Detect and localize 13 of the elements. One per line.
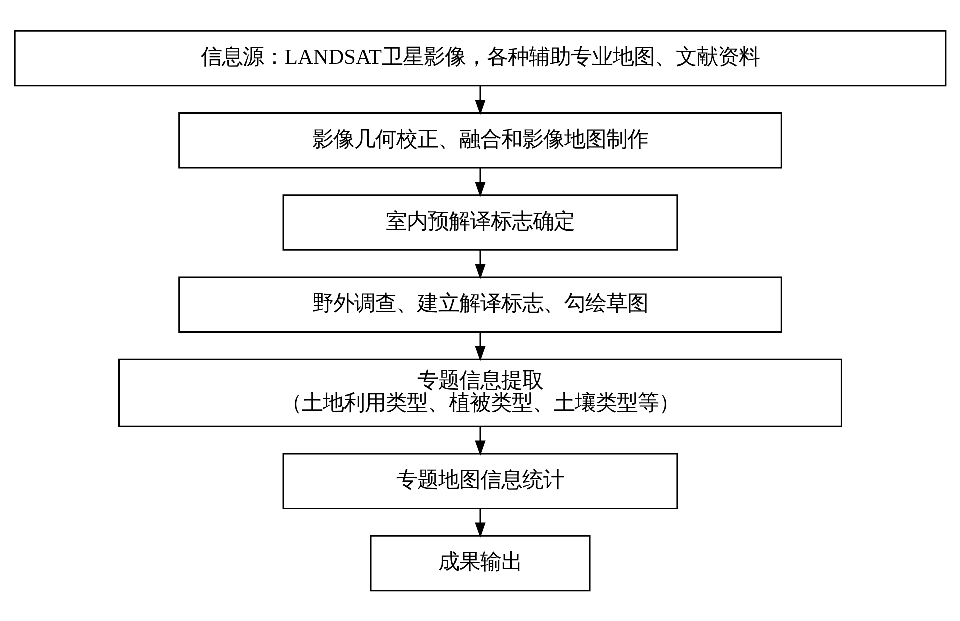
node-box: 影像几何校正、融合和影像地图制作 bbox=[178, 112, 782, 168]
arrow bbox=[474, 332, 486, 361]
arrow bbox=[474, 168, 486, 197]
node-box: 成果输出 bbox=[370, 534, 590, 592]
node-box: 专题地图信息统计 bbox=[282, 452, 678, 509]
arrow bbox=[474, 250, 486, 279]
node-box: 专题信息提取 （土地利用类型、植被类型、土壤类型等） bbox=[118, 358, 842, 427]
node-box: 野外调查、建立解译标志、勾绘草图 bbox=[178, 276, 782, 333]
arrow bbox=[474, 85, 486, 115]
node-box: 室内预解译标志确定 bbox=[282, 194, 678, 250]
node-box: 信息源：LANDSAT卫星影像，各种辅助专业地图、文献资料 bbox=[14, 30, 946, 86]
arrow bbox=[474, 426, 486, 456]
arrow bbox=[474, 508, 486, 538]
